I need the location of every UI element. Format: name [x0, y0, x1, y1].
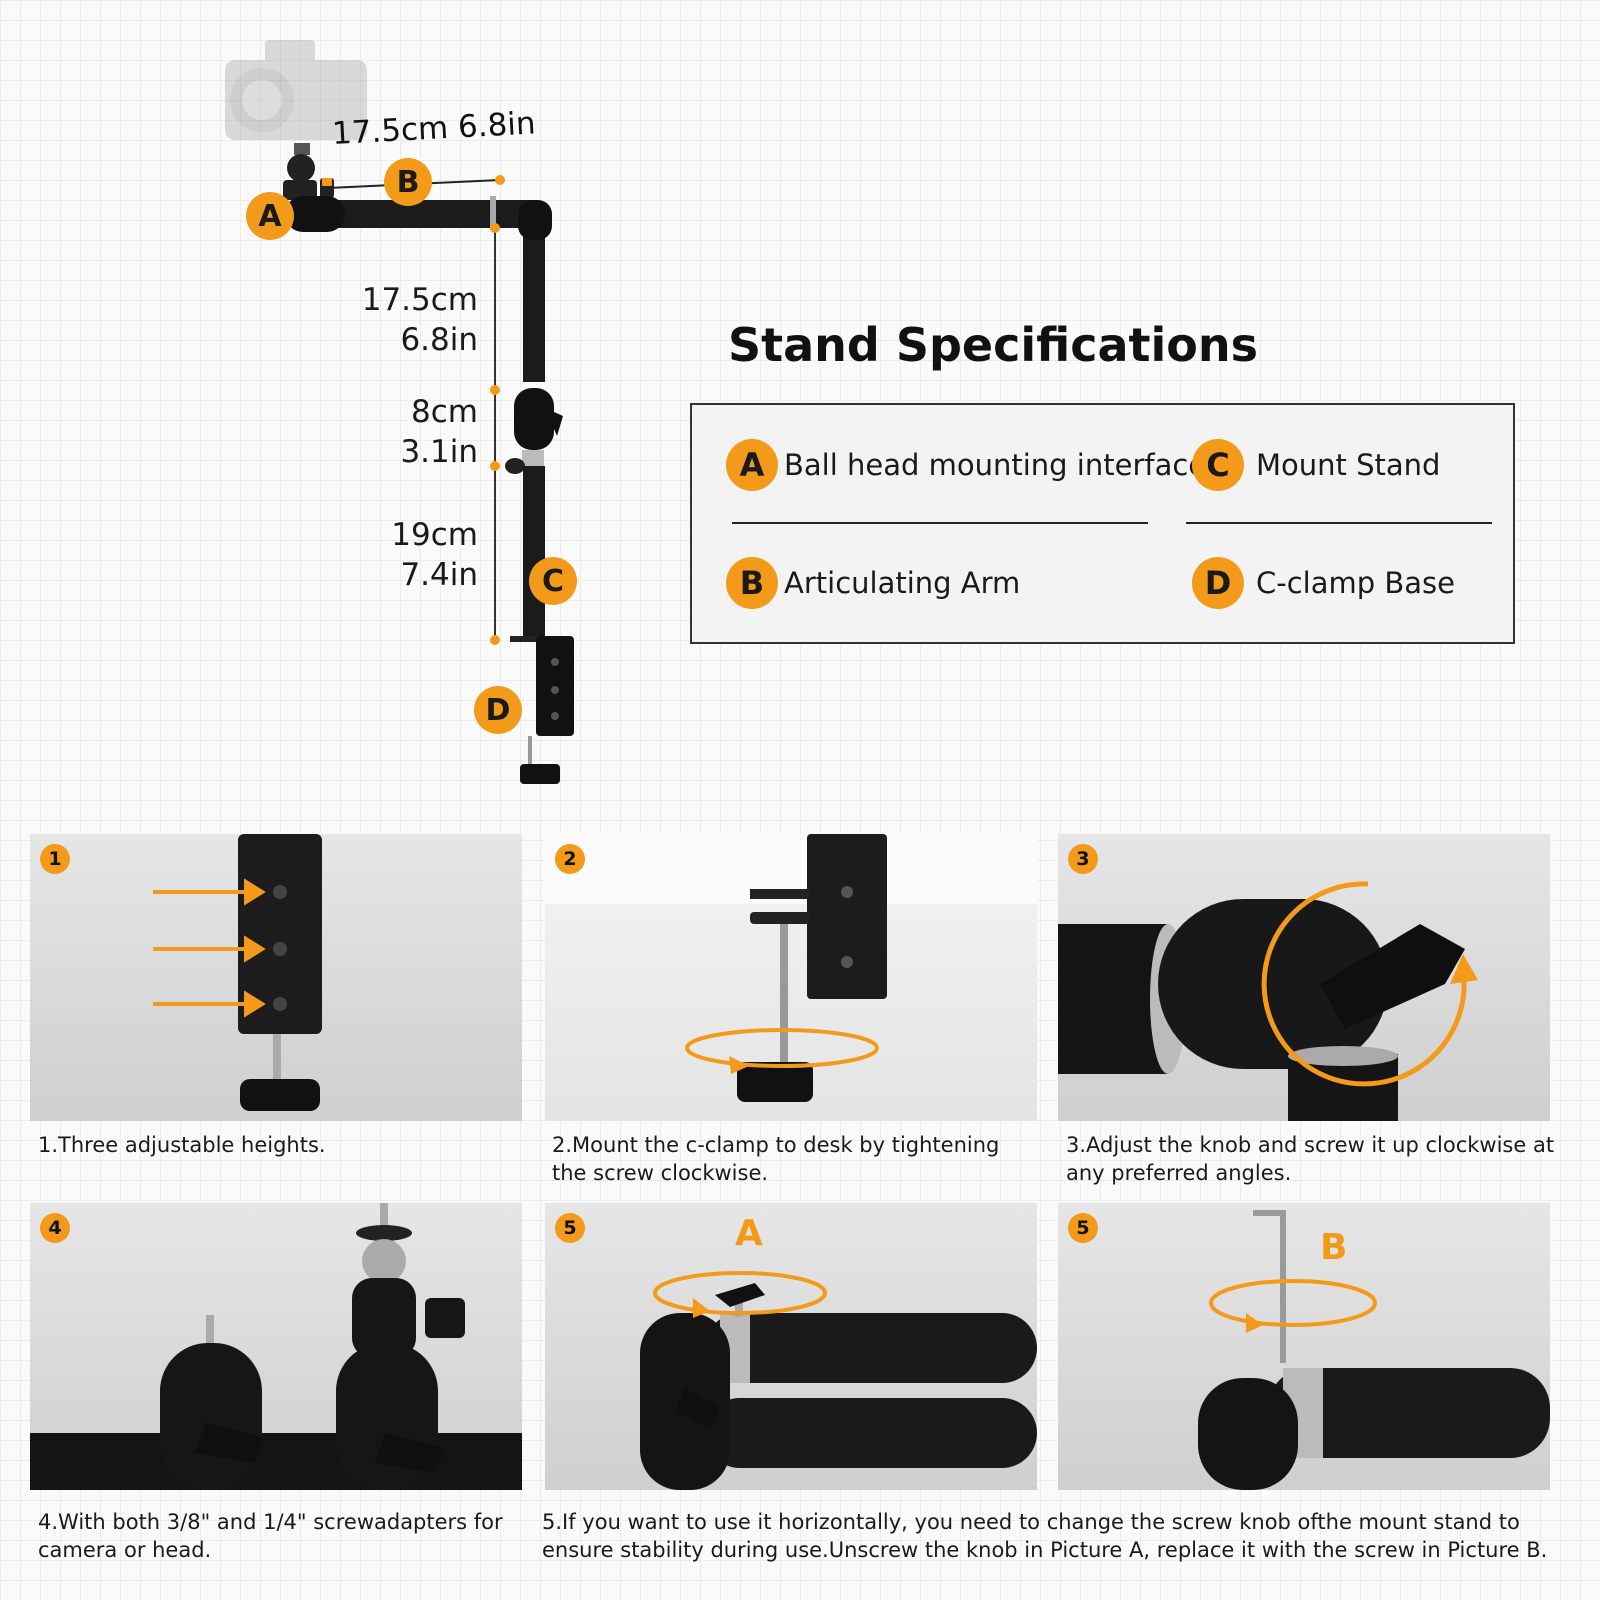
spec-badge-a: A [726, 439, 778, 491]
spec-label-a: Ball head mounting interface [784, 448, 1207, 482]
step-2-photo: 2 [545, 834, 1037, 1121]
knob-illustration-a [640, 1271, 1037, 1490]
badge-b: B [384, 158, 432, 206]
step-2-number: 2 [555, 844, 585, 874]
spec-item-c: C Mount Stand [1192, 439, 1440, 491]
spec-label-d: C-clamp Base [1256, 566, 1455, 600]
spec-divider-right [1186, 522, 1492, 524]
step-5a-number: 5 [555, 1213, 585, 1243]
segment-dimension-1: 17.5cm 6.8in [361, 282, 478, 358]
screw-illustration-b [1198, 1210, 1550, 1490]
step-1-caption: 1.Three adjustable heights. [38, 1133, 326, 1157]
step-5b-photo: 5 B [1058, 1203, 1550, 1490]
spec-title: Stand Specifications [728, 318, 1259, 372]
clamp-mount-illustration [545, 834, 1037, 1102]
step-5-caption: 5.If you want to use it horizontally, yo… [542, 1510, 1548, 1562]
step-4-photo: 4 [30, 1203, 522, 1490]
spec-box: A Ball head mounting interface C Mount S… [690, 403, 1515, 644]
step-5a-letter: A [735, 1213, 763, 1254]
spec-badge-c: C [1192, 439, 1244, 491]
clamp-heights-illustration [153, 834, 322, 1111]
adapters-illustration [30, 1203, 522, 1490]
spec-badge-b: B [726, 557, 778, 609]
spec-item-b: B Articulating Arm [726, 557, 1020, 609]
segment-dimension-2: 8cm 3.1in [400, 394, 478, 470]
step-4-caption: 4.With both 3/8" and 1/4" screwadapters … [38, 1510, 503, 1562]
spec-item-d: D C-clamp Base [1192, 557, 1455, 609]
spec-divider-left [732, 522, 1148, 524]
knob-adjust-illustration [1058, 881, 1478, 1121]
step-3-caption: 3.Adjust the knob and screw it up clockw… [1066, 1133, 1555, 1185]
step-5b-number: 5 [1068, 1213, 1098, 1243]
step-4-number: 4 [40, 1213, 70, 1243]
stand-illustration [225, 40, 574, 784]
badge-c: C [529, 557, 577, 605]
spec-badge-d: D [1192, 557, 1244, 609]
spec-item-a: A Ball head mounting interface [726, 439, 1206, 491]
step-1-number: 1 [40, 844, 70, 874]
step-3-photo: 3 [1058, 834, 1550, 1121]
step-2-caption: 2.Mount the c-clamp to desk by tightenin… [552, 1133, 1000, 1185]
spec-label-b: Articulating Arm [784, 566, 1021, 600]
step-1-photo: 1 [30, 834, 522, 1121]
segment-dimension-3: 19cm 7.4in [391, 517, 478, 593]
spec-label-c: Mount Stand [1256, 448, 1441, 482]
step-5b-letter: B [1320, 1227, 1348, 1268]
step-5a-photo: 5 A [545, 1203, 1037, 1490]
badge-a: A [246, 192, 294, 240]
badge-d: D [474, 686, 522, 734]
camera-silhouette [225, 40, 367, 140]
step-3-number: 3 [1068, 844, 1098, 874]
